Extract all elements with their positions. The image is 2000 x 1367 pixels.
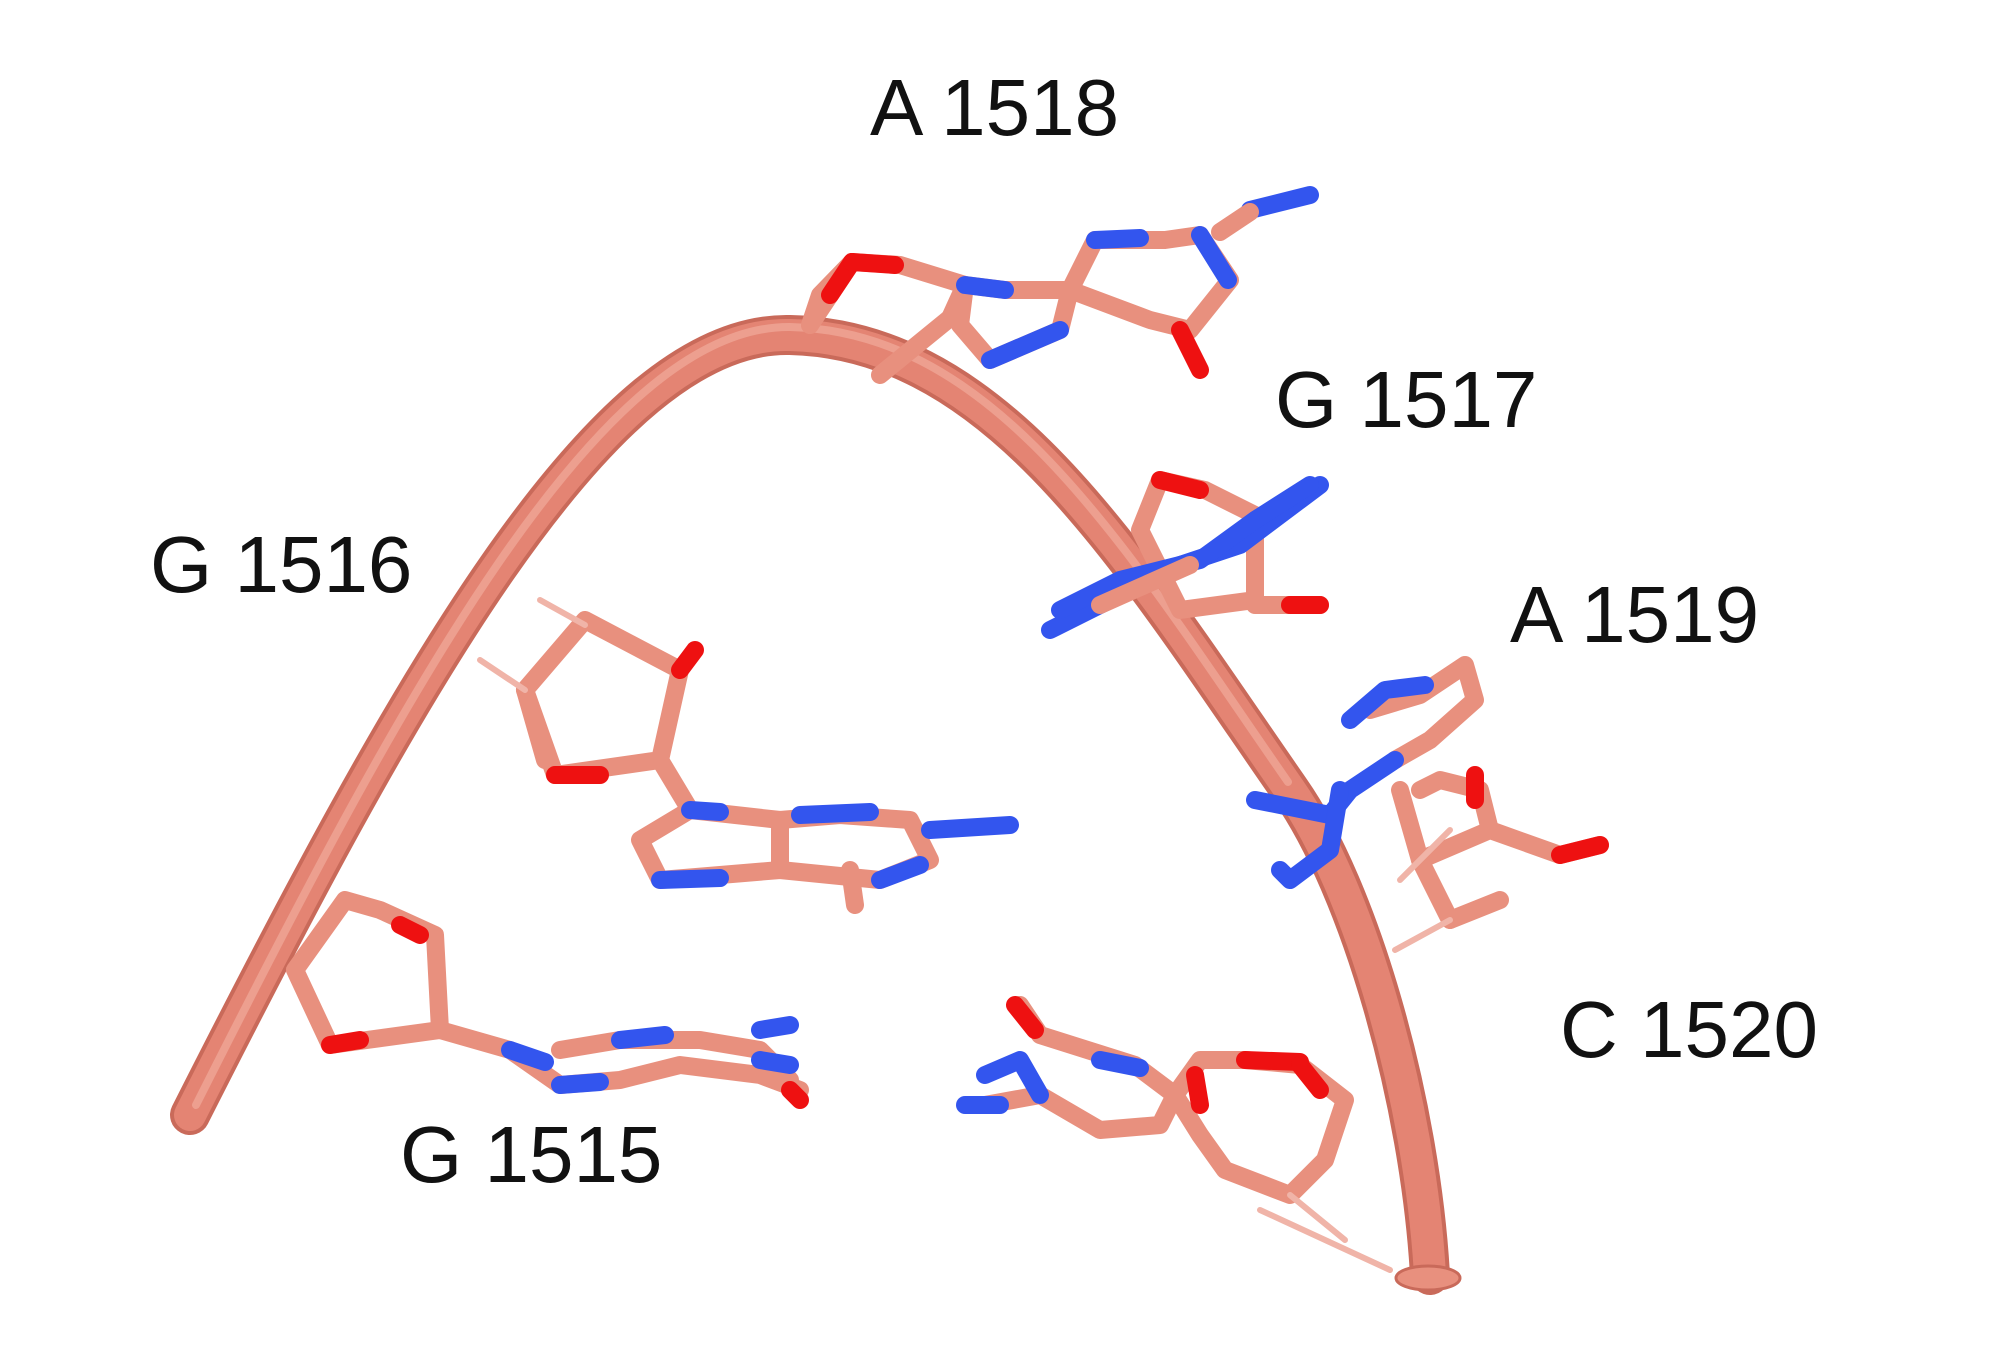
label-c1520: C 1520 [1560,985,1818,1074]
label-g1516: G 1516 [150,520,413,609]
label-a1518: A 1518 [870,63,1120,152]
backbone-tube [170,314,1462,1295]
nucleotide-a1519 [1246,656,1609,953]
nucleotide-a1518 [801,186,1319,384]
label-g1515: G 1515 [400,1110,663,1199]
nucleotide-g1516 [477,597,1019,914]
label-a1519: A 1519 [1510,570,1760,659]
label-g1517: G 1517 [1275,355,1538,444]
nucleotide-g1517 [1041,471,1329,639]
nucleotide-c1520 [956,996,1393,1273]
nucleotide-g1515 [286,891,809,1109]
